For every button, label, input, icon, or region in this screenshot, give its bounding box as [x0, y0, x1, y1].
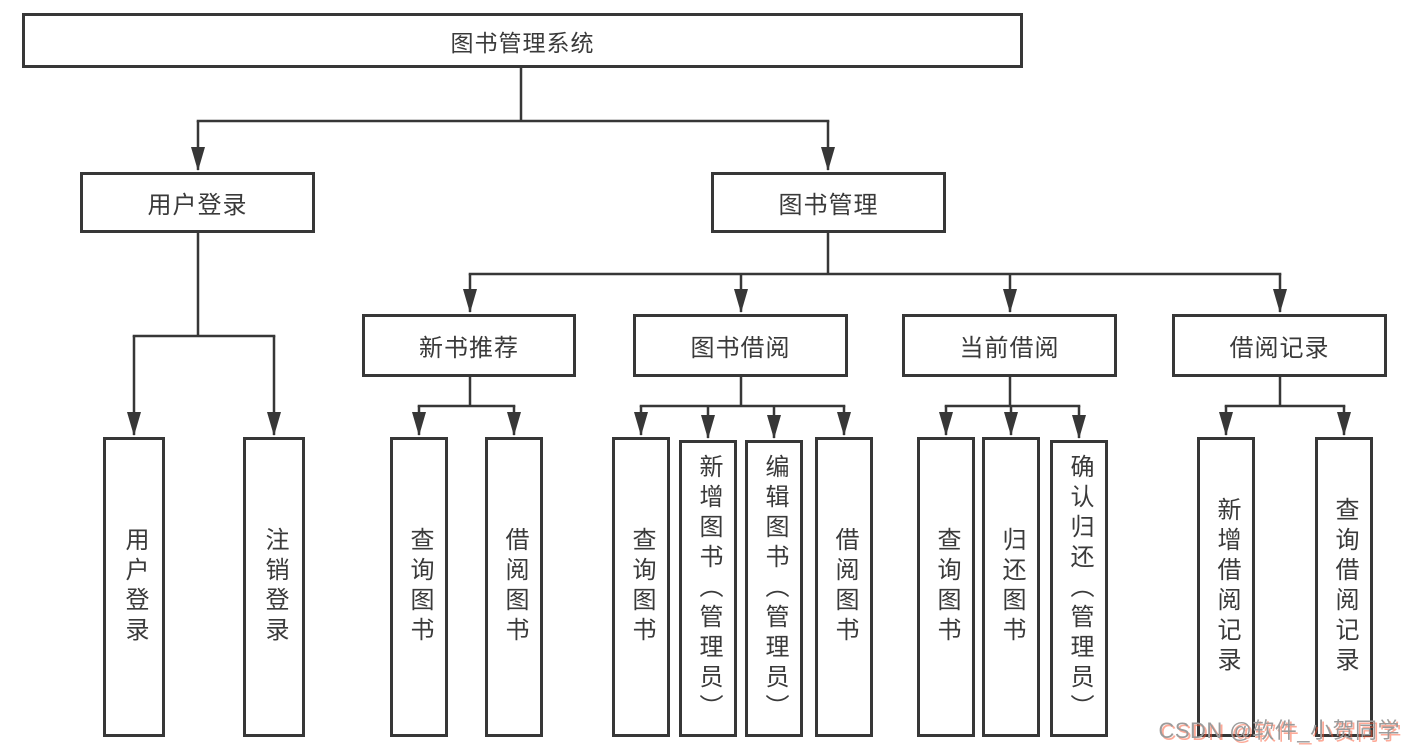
leaf-edit-books-admin: 编辑图书（管理员）	[745, 440, 803, 737]
leaf-return-books: 归还图书	[982, 437, 1040, 737]
node-user-login-label: 用户登录	[147, 192, 248, 219]
leaf-logout: 注销登录	[243, 437, 305, 737]
leaf-query-books-2: 查询图书	[612, 437, 670, 737]
connector-root-to-level2	[191, 66, 835, 171]
connector-current-borrow-to-leaves	[939, 377, 1086, 439]
connector-user-login-to-leaves	[127, 233, 281, 436]
node-new-book-recommend-label: 新书推荐	[419, 335, 519, 362]
node-book-borrow: 图书借阅	[633, 314, 848, 377]
connector-borrow-records-to-leaves	[1219, 377, 1351, 436]
node-root-system: 图书管理系统	[22, 13, 1023, 68]
node-current-borrow: 当前借阅	[902, 314, 1117, 377]
leaf-query-books-3: 查询图书	[917, 437, 975, 737]
node-new-book-recommend: 新书推荐	[362, 314, 576, 377]
leaf-add-borrow-record: 新增借阅记录	[1197, 437, 1255, 737]
node-borrow-records-label: 借阅记录	[1229, 335, 1330, 362]
leaf-query-borrow-record: 查询借阅记录	[1315, 437, 1373, 737]
node-book-mgmt: 图书管理	[711, 172, 946, 233]
node-root-label: 图书管理系统	[450, 29, 595, 56]
node-borrow-records: 借阅记录	[1172, 314, 1387, 377]
connector-book-borrow-to-leaves	[634, 377, 851, 439]
leaf-query-books-1: 查询图书	[390, 437, 448, 737]
node-user-login: 用户登录	[80, 172, 315, 233]
leaf-borrow-books-1: 借阅图书	[485, 437, 543, 737]
node-book-borrow-label: 图书借阅	[690, 335, 791, 362]
leaf-borrow-books-2: 借阅图书	[815, 437, 873, 737]
node-book-mgmt-label: 图书管理	[778, 192, 879, 219]
leaf-confirm-return-admin: 确认归还（管理员）	[1050, 440, 1108, 737]
node-current-borrow-label: 当前借阅	[959, 335, 1060, 362]
csdn-watermark: CSDN @软件_小贺同学	[1158, 718, 1400, 743]
connector-book-mgmt-to-level3	[463, 233, 1287, 313]
leaf-user-login: 用户登录	[103, 437, 165, 737]
leaf-add-books-admin: 新增图书（管理员）	[679, 440, 737, 737]
connector-new-book-to-leaves	[412, 377, 521, 436]
